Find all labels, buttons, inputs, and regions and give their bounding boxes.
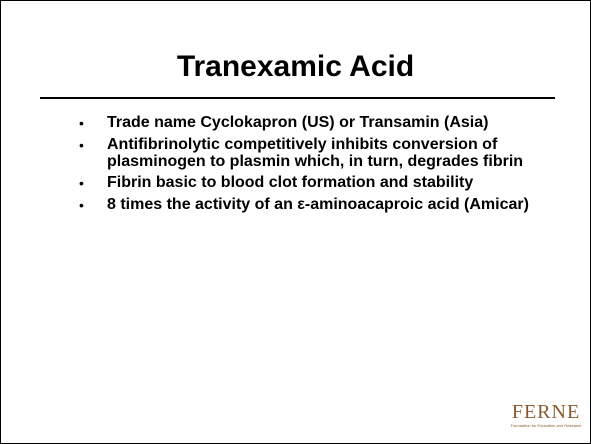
list-item: • Antifibrinolytic competitively inhibit… — [79, 136, 554, 170]
bullet-marker: • — [79, 137, 84, 153]
logo-tagline: Foundation for Education and Research — [510, 423, 582, 428]
list-item: • 8 times the activity of an ε-aminoacap… — [79, 196, 554, 214]
bullet-marker: • — [79, 175, 84, 191]
bullet-marker: • — [79, 197, 84, 213]
bullet-text: Trade name Cyclokapron (US) or Transamin… — [107, 114, 489, 131]
bullet-text: Antifibrinolytic competitively inhibits … — [107, 136, 524, 170]
list-item: • Trade name Cyclokapron (US) or Transam… — [79, 114, 554, 132]
bullet-list: • Trade name Cyclokapron (US) or Transam… — [79, 114, 554, 218]
bullet-marker: • — [79, 115, 84, 131]
ferne-logo: FERNE Foundation for Education and Resea… — [506, 401, 586, 435]
bullet-text: 8 times the activity of an ε-aminoacapro… — [107, 196, 529, 213]
list-item: • Fibrin basic to blood clot formation a… — [79, 174, 554, 192]
title-underline — [40, 97, 555, 99]
bullet-text: Fibrin basic to blood clot formation and… — [107, 174, 474, 191]
slide-title: Tranexamic Acid — [176, 50, 415, 83]
logo-wordmark: FERNE — [511, 401, 581, 423]
